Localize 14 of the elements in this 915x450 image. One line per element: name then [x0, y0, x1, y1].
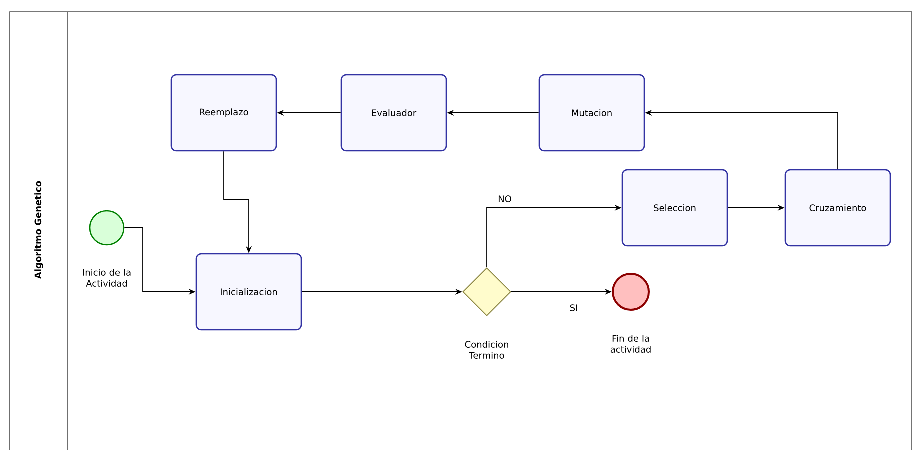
start-event	[89, 210, 125, 246]
event-label: Condicion Termino	[465, 341, 508, 359]
task-box: Inicializacion	[196, 253, 302, 331]
task-box: Evaluador	[340, 74, 448, 152]
gateway-diamond	[462, 268, 512, 316]
event-label: Fin de la actividad	[610, 335, 651, 353]
event-label: Inicio de la Actividad	[83, 269, 131, 287]
edge-label: NO	[497, 194, 513, 204]
task-box: Reemplazo	[170, 74, 278, 152]
task-box: Seleccion	[622, 169, 728, 247]
task-box: Cruzamiento	[784, 169, 892, 247]
end-event	[612, 273, 650, 311]
task-box: Mutacion	[538, 74, 646, 152]
edge-label: SI	[568, 304, 580, 312]
